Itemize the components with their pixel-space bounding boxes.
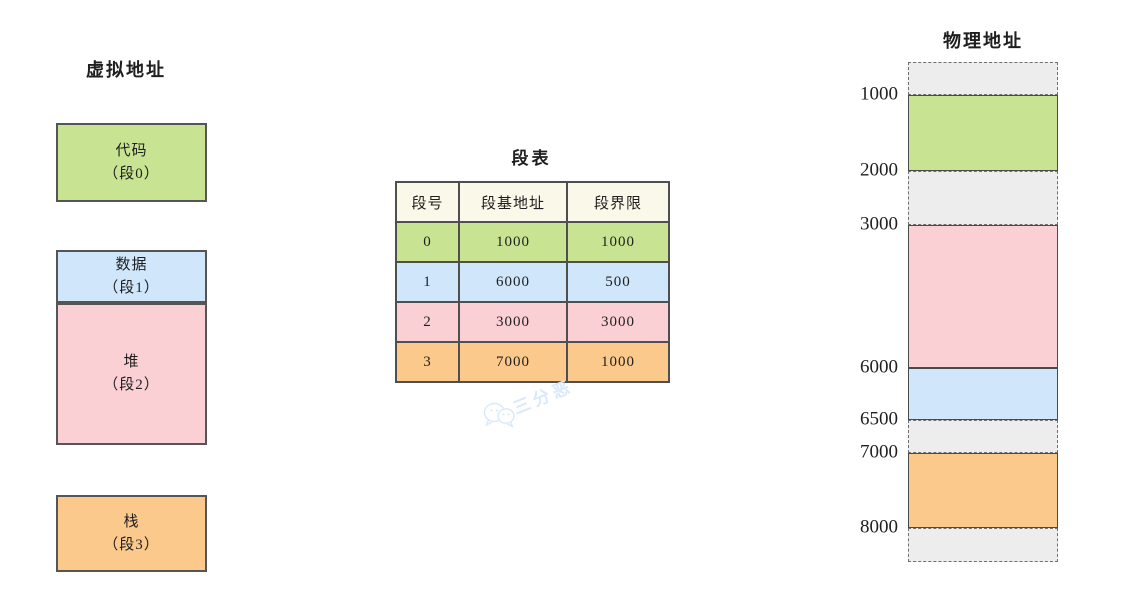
segment-limit-cell: 3000 xyxy=(566,301,670,343)
physical-region-0 xyxy=(908,62,1058,95)
segment-limit-cell: 500 xyxy=(566,261,670,303)
column-header: 段号 xyxy=(395,181,460,223)
physical-region-7 xyxy=(908,528,1058,562)
column-header: 段界限 xyxy=(566,181,670,223)
virtual-segment-3: 栈 （段3） xyxy=(56,495,207,572)
segment-limit-cell: 1000 xyxy=(566,341,670,383)
segment-name: 数据 xyxy=(115,256,148,273)
segment-base-cell: 1000 xyxy=(458,221,568,263)
physical-region-2 xyxy=(908,171,1058,225)
address-label: 2000 xyxy=(860,159,898,181)
segment-base-cell: 6000 xyxy=(458,261,568,303)
segment-number: （段2） xyxy=(103,377,160,393)
segment-number: （段3） xyxy=(103,536,160,553)
physical-region-6 xyxy=(908,453,1058,528)
physical-address-labels: 1000 2000 3000 6000 6500 7000 8000 xyxy=(830,62,900,562)
segment-table-title: 段表 xyxy=(511,149,552,168)
physical-region-1 xyxy=(908,95,1058,171)
physical-address-column xyxy=(908,62,1058,562)
virtual-segment-1: 数据 （段1） xyxy=(56,250,207,303)
virtual-address-title: 虚拟地址 xyxy=(86,60,166,80)
address-label: 3000 xyxy=(860,213,898,235)
physical-address-title: 物理地址 xyxy=(943,31,1023,51)
segment-number-cell: 1 xyxy=(395,261,460,303)
segment-number: （段1） xyxy=(103,279,160,296)
segment-number-cell: 0 xyxy=(395,221,460,263)
segment-number: （段0） xyxy=(103,165,160,182)
address-label: 6000 xyxy=(860,356,898,378)
wechat-icon xyxy=(483,402,515,428)
virtual-segment-0: 代码 （段0） xyxy=(56,123,207,202)
watermark: 三分恶 xyxy=(482,377,581,429)
address-label: 7000 xyxy=(860,441,898,463)
address-label: 1000 xyxy=(860,83,898,105)
segment-name: 代码 xyxy=(115,142,148,159)
segment-base-cell: 3000 xyxy=(458,301,568,343)
physical-region-5 xyxy=(908,420,1058,453)
segment-number-cell: 2 xyxy=(395,301,460,343)
segment-base-cell: 7000 xyxy=(458,341,568,383)
physical-region-4 xyxy=(908,368,1058,420)
address-label: 6500 xyxy=(860,408,898,430)
segment-name: 堆 xyxy=(123,354,140,370)
segment-number-cell: 3 xyxy=(395,341,460,383)
segment-name: 栈 xyxy=(123,513,140,530)
virtual-segment-2: 堆 （段2） xyxy=(56,303,207,445)
address-label: 8000 xyxy=(860,516,898,538)
table-header-row: 段号段基地址段界限 xyxy=(395,181,670,223)
physical-region-3 xyxy=(908,225,1058,368)
segment-limit-cell: 1000 xyxy=(566,221,670,263)
column-header: 段基地址 xyxy=(458,181,568,223)
